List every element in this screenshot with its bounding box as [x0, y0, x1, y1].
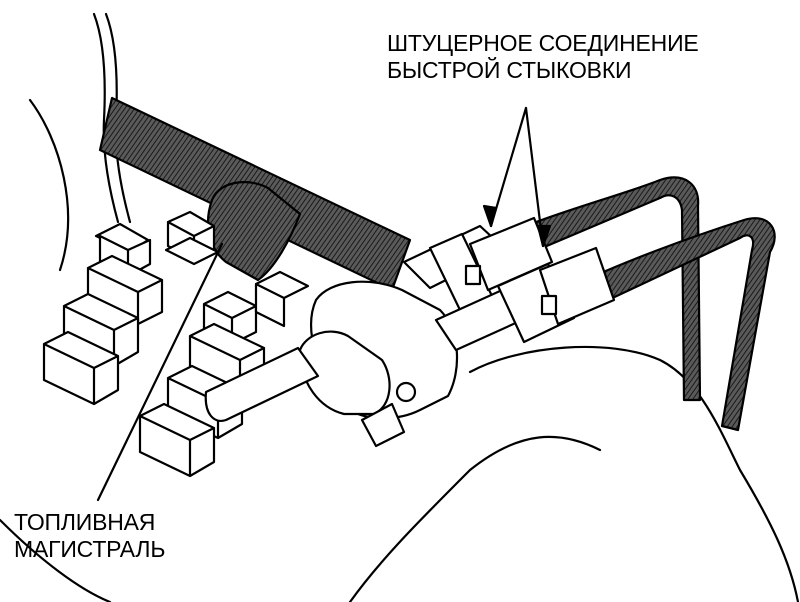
- regulator-body: [298, 330, 391, 416]
- leader-line-quick-connect-1: [489, 106, 528, 228]
- fuel-rail-label: ТОПЛИВНАЯ МАГИСТРАЛЬ: [14, 509, 165, 563]
- injector-4: [254, 270, 310, 328]
- leader-line-quick-connect-2: [524, 106, 545, 248]
- regulator-nozzle: [204, 346, 320, 422]
- arrow-head-2: [536, 224, 552, 248]
- leader-line-fuel-rail: [96, 242, 224, 502]
- manifold-outline: [0, 98, 112, 602]
- fuel-line-lower: [558, 217, 776, 432]
- fuel-rail-label-line2: МАГИСТРАЛЬ: [14, 536, 166, 562]
- quick-connect-label-line1: ШТУЦЕРНОЕ СОЕДИНЕНИЕ: [387, 30, 699, 56]
- quick-connect-label: ШТУЦЕРНОЕ СОЕДИНЕНИЕ БЫСТРОЙ СТЫКОВКИ: [387, 30, 699, 84]
- engine-body-outline: [468, 345, 800, 602]
- engine-body-lower: [348, 435, 602, 602]
- regulator-tab: [360, 402, 406, 448]
- arrow-head-1: [482, 204, 498, 228]
- quick-connect-fitting-2: [434, 246, 616, 352]
- fuel-rail-label-line1: ТОПЛИВНАЯ: [14, 509, 156, 535]
- quick-connect-label-line2: БЫСТРОЙ СТЫКОВКИ: [387, 57, 632, 83]
- quick-connect-fitting-1: [402, 216, 554, 312]
- injector-1: [42, 222, 164, 406]
- flange-bolt: [395, 381, 417, 403]
